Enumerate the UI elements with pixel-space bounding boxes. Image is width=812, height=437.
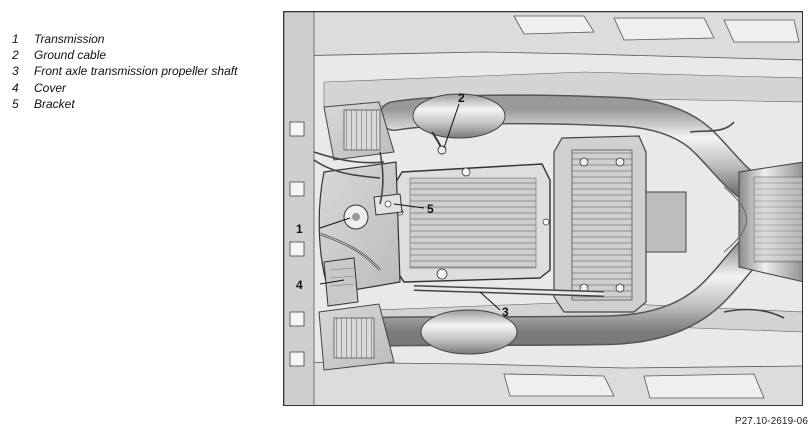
transmission-oil-pan	[395, 163, 551, 283]
callout-4: 4	[296, 278, 303, 292]
legend-item: 5 Bracket	[12, 96, 237, 112]
legend-number: 1	[12, 32, 19, 46]
technical-illustration: 1 2 3 4 5	[283, 11, 803, 406]
legend-number: 5	[12, 96, 19, 111]
upper-exhaust-pipe	[323, 93, 769, 205]
legend-label: Ground cable	[34, 48, 107, 63]
legend-item: 3 Front axle transmission propeller shaf…	[12, 63, 237, 79]
underbody-drawing: 1 2 3 4 5	[284, 12, 802, 405]
figure-id: P27.10-2619-06	[734, 416, 808, 427]
heat-shield	[553, 135, 687, 313]
callout-3: 3	[502, 305, 509, 319]
cover	[323, 257, 359, 307]
legend-label: Front axle transmission propeller shaft	[34, 64, 238, 79]
callout-2: 2	[458, 91, 465, 105]
legend-item: 1 Transmission	[12, 31, 237, 47]
callout-5: 5	[427, 202, 434, 216]
legend-number: 2	[12, 48, 19, 63]
legend-item: 2 Ground cable	[12, 47, 237, 63]
legend-label: Transmission	[34, 32, 105, 46]
legend-label: Bracket	[34, 96, 75, 111]
callout-1: 1	[296, 222, 303, 236]
legend-number: 3	[12, 64, 19, 79]
legend-number: 4	[12, 80, 19, 95]
legend-label: Cover	[34, 80, 67, 95]
lower-exhaust-pipe	[318, 232, 769, 371]
leader-lines	[319, 103, 501, 311]
legend-item: 4 Cover	[12, 80, 237, 96]
callouts: 1 2 3 4 5	[296, 91, 509, 319]
hoses-wiring	[313, 121, 785, 319]
propeller-shaft	[413, 285, 605, 297]
rear-muffler	[723, 161, 802, 283]
legend-list: 1 Transmission 2 Ground cable 3 Front ax…	[12, 31, 237, 112]
